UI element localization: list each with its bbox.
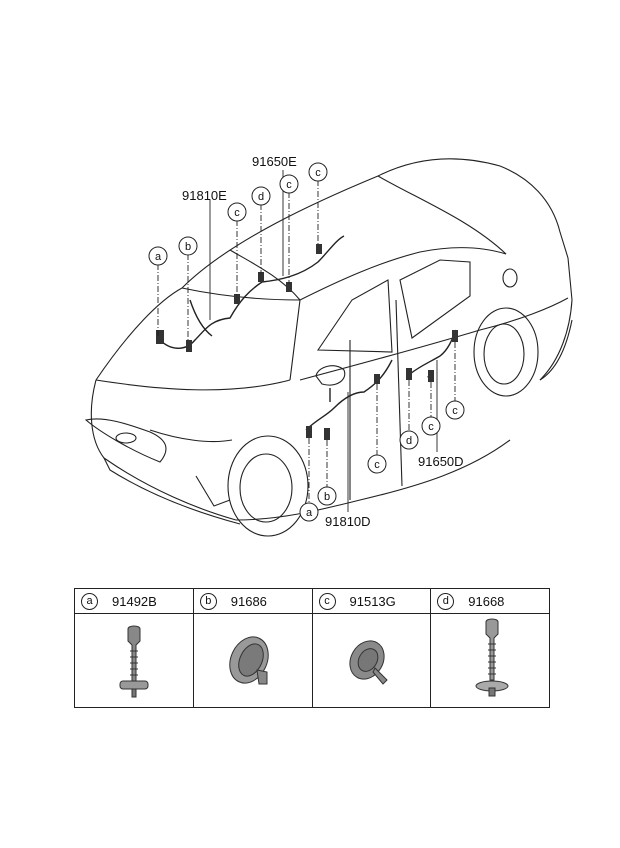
legend-letter: b (199, 592, 217, 610)
legend-letter: a (81, 592, 98, 610)
legend-part-number: 91513G (349, 593, 396, 609)
callout-letter: a (155, 251, 162, 263)
legend-cell-c: c 91513G (312, 589, 432, 707)
legend-letter: c (318, 592, 336, 610)
callout-letter: d (258, 191, 264, 203)
callout-letter: d (406, 435, 412, 447)
circle-letters: a b c d c c a b c d c c (155, 167, 458, 519)
callout-letter: c (374, 459, 380, 471)
legend-part-number: 91668 (468, 593, 505, 609)
callout-letter: c (315, 167, 321, 179)
callout-letter: c (452, 405, 458, 417)
legend-cell-b: b 91686 (193, 589, 313, 707)
part-number-labels: 91650E 91810E 91650D 91810D (182, 154, 464, 529)
part-label-91810D: 91810D (325, 514, 371, 529)
callout-letter: a (306, 507, 313, 519)
legend-header: a 91492B (75, 589, 193, 614)
mushroom-grommet-icon (313, 614, 431, 707)
clip-markers (156, 244, 458, 440)
callout-letter: b (185, 241, 191, 253)
leader-lines (157, 180, 456, 504)
legend-header: d 91668 (431, 589, 549, 614)
legend-cell-a: a 91492B (75, 589, 194, 707)
callout-letter: b (324, 491, 330, 503)
legend-letter: d (437, 592, 455, 610)
legend-header: b 91686 (193, 589, 312, 614)
callout-letter: c (234, 207, 240, 219)
grommet-icon (194, 614, 312, 707)
bolt-clip-icon (75, 614, 193, 707)
legend-part-number: 91492B (112, 593, 157, 609)
stud-clip-icon (431, 614, 549, 707)
part-label-91650E: 91650E (252, 154, 297, 169)
wiring-diagram: a b c d c c a b c d c c 91650E 91810E 91… (84, 154, 573, 537)
circle-callouts (148, 162, 465, 522)
wiring-harness (159, 235, 457, 431)
part-label-91810E: 91810E (182, 188, 227, 203)
parts-legend-table: a 91492B b 91686 c 91513G (74, 588, 550, 708)
callout-letter: c (286, 179, 292, 191)
part-label-91650D: 91650D (418, 454, 464, 469)
legend-cell-d: d 91668 (431, 589, 549, 707)
legend-header: c 91513G (312, 589, 431, 614)
legend-part-number: 91686 (230, 593, 267, 609)
callout-letter: c (428, 421, 434, 433)
car-body-outline (84, 158, 573, 537)
